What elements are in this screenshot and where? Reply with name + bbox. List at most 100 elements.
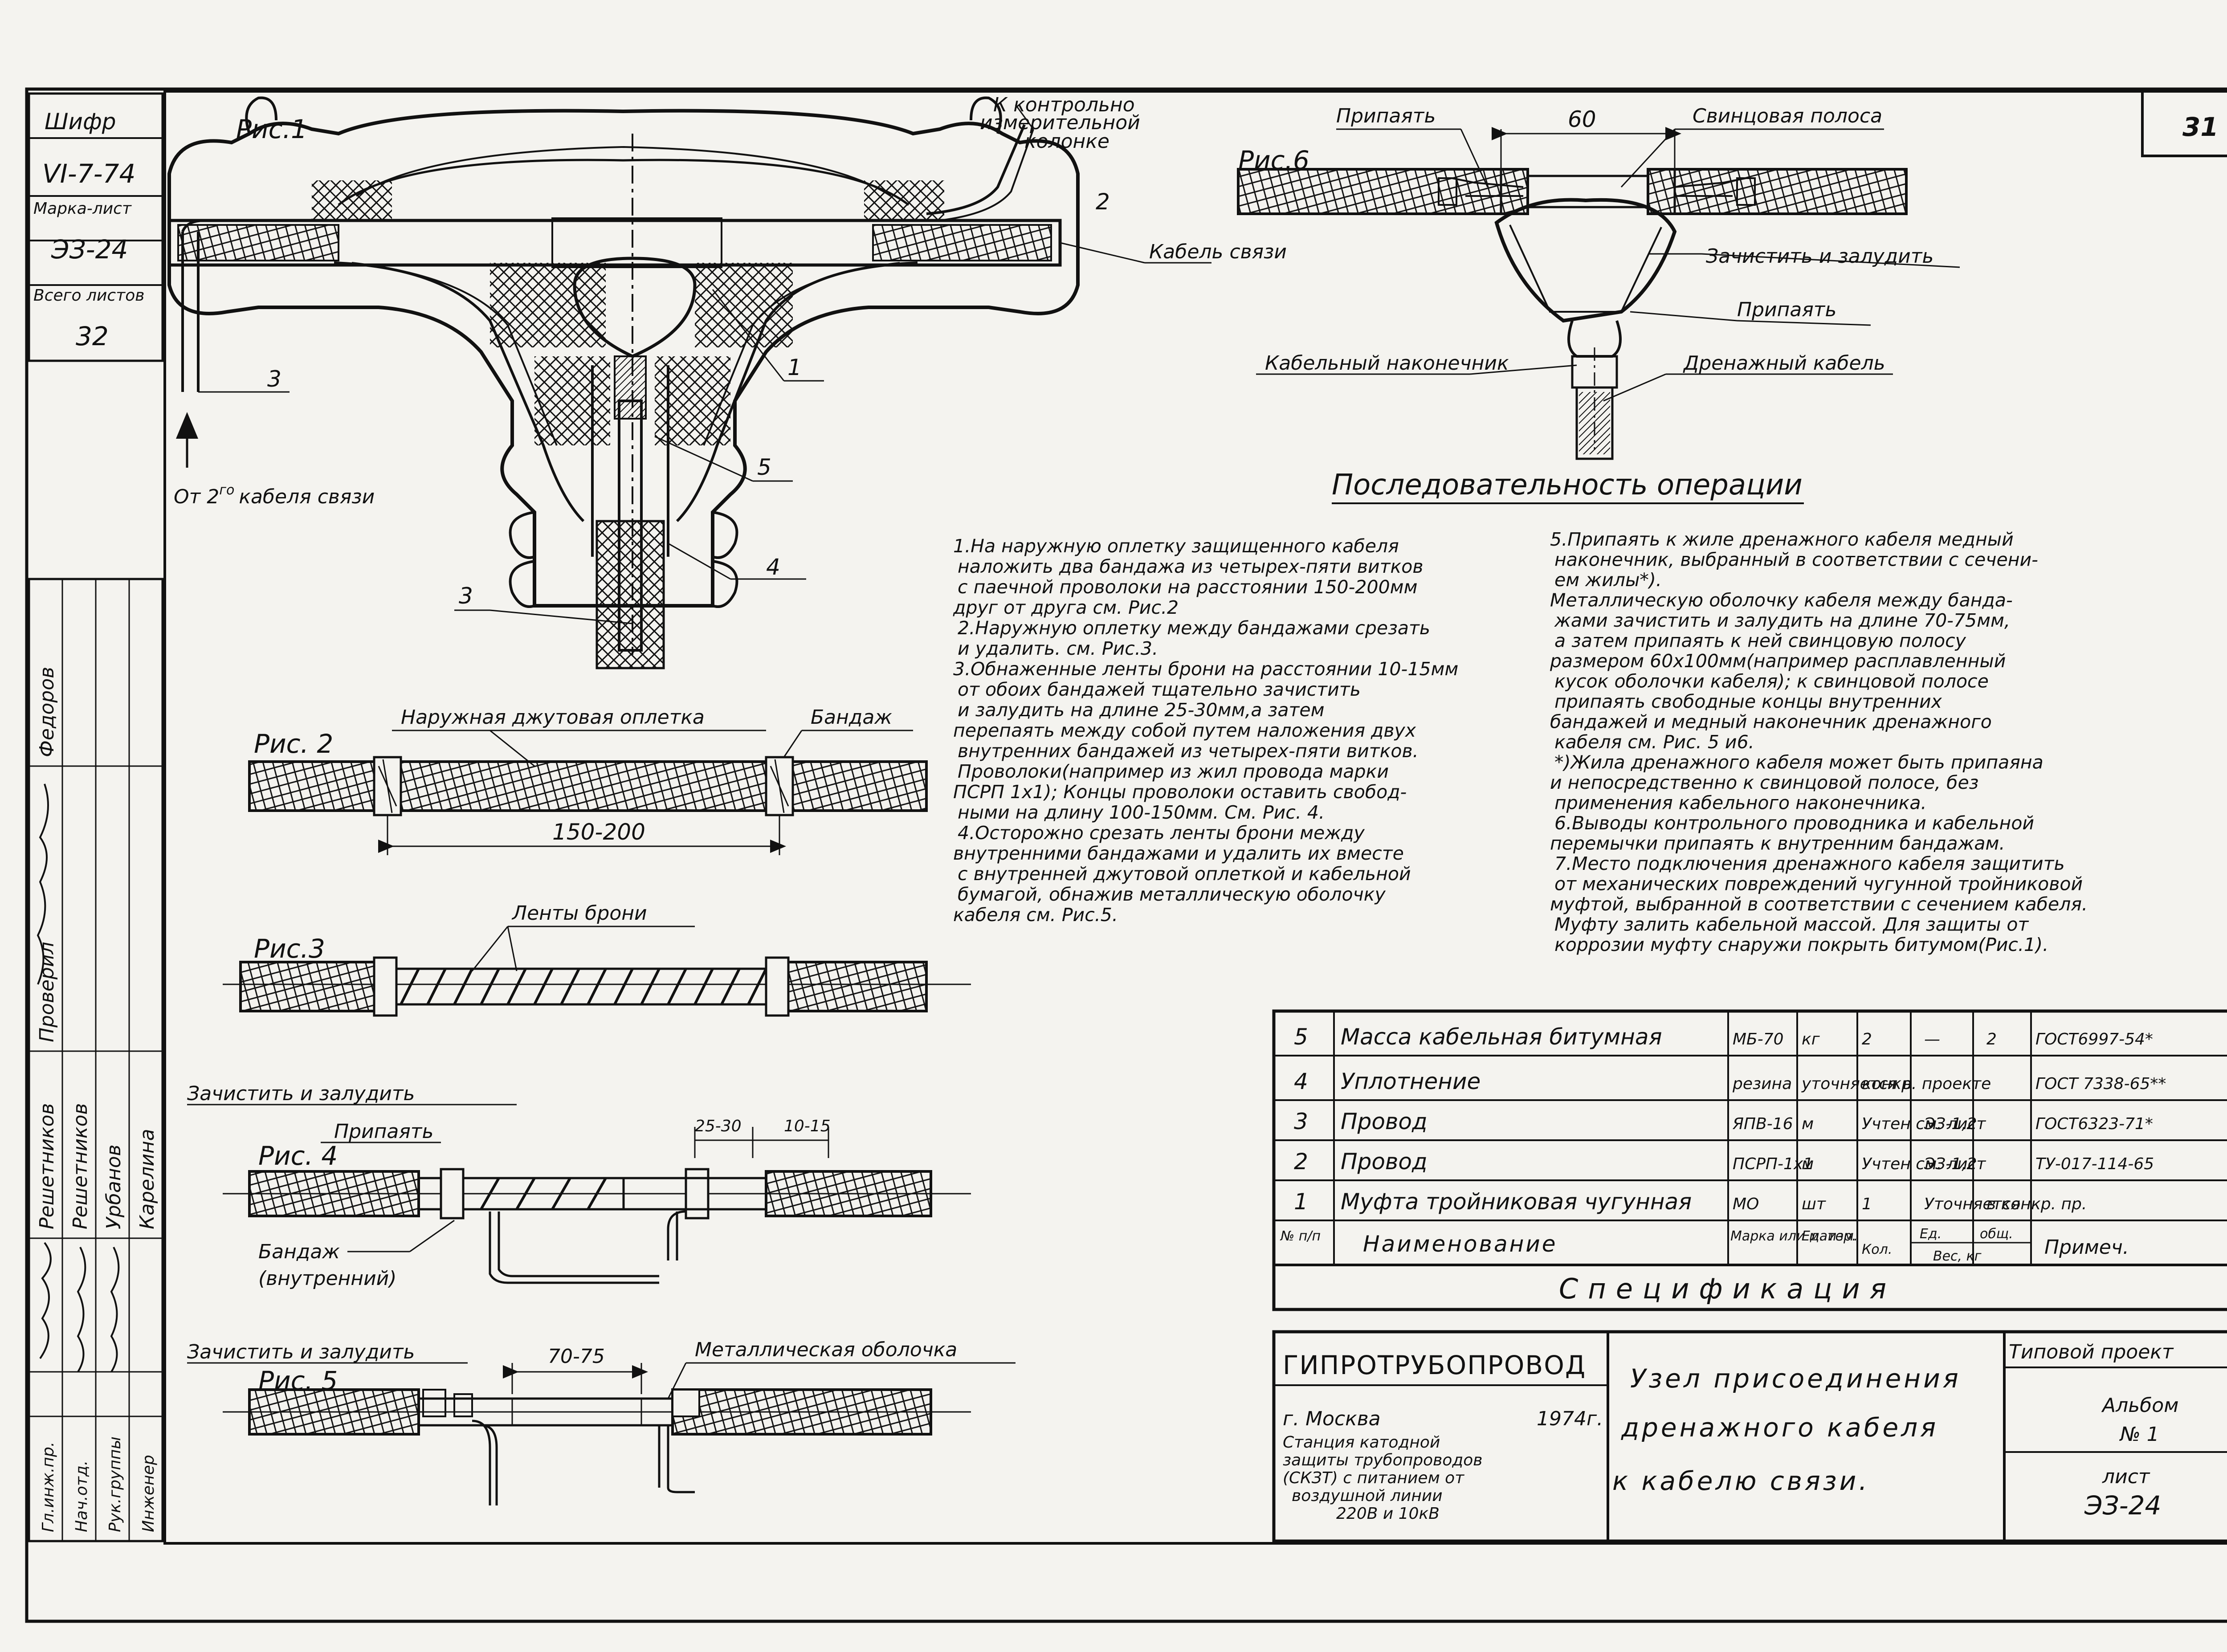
spec-h-note: Примеч. bbox=[2044, 1236, 2129, 1259]
fig1-control-line-2: измерительной bbox=[980, 111, 1140, 134]
sequence-right-line-6: размером 60х100мм(например расплавленный bbox=[1550, 650, 2006, 672]
sequence-right-line-14: 6.Выводы контрольного проводника и кабел… bbox=[1554, 812, 2034, 834]
stamp-desc-4: 220В и 10кВ bbox=[1336, 1505, 1440, 1523]
spec-row-3-note: ГОСТ6323-71* bbox=[2035, 1115, 2153, 1133]
spec-h-w1: Ед. bbox=[1920, 1226, 1941, 1242]
marka-label: Марка-лист bbox=[33, 200, 132, 218]
sequence-left-line-10: внутренних бандажей из четырех-пяти витк… bbox=[958, 740, 1419, 762]
stamp-sheet-label: лист bbox=[2102, 1465, 2150, 1488]
sequence-left-line-18: кабеля см. Рис.5. bbox=[953, 904, 1118, 926]
sequence-left-line-8: и залудить на длине 25-30мм,а затем bbox=[958, 699, 1325, 721]
stamp-org: ГИПРОТРУБОПРОВОД bbox=[1283, 1350, 1586, 1380]
sequence-right-line-17: от механических повреждений чугунной тро… bbox=[1554, 873, 2083, 895]
spec-row-3-qty: Учтен см. лист bbox=[1862, 1115, 1986, 1133]
spec-row-5-w2: 2 bbox=[1986, 1030, 1997, 1048]
fig3-armor: Рис.3 Ленты брони bbox=[223, 902, 971, 1017]
sequence-right-line-12: и непосредственно к свинцовой полосе, бе… bbox=[1550, 772, 1978, 793]
sequence-right-line-2: ем жилы*). bbox=[1554, 569, 1662, 591]
fig6-dim-60: 60 bbox=[1568, 106, 1596, 132]
fig4-internal-bandages: Зачистить и залудить Припаять Рис. 4 25-… bbox=[187, 1082, 971, 1290]
fig1-cable-label: Кабель связи bbox=[1149, 241, 1287, 263]
signature-4 bbox=[110, 1247, 120, 1373]
fig2-bandage: Бандаж bbox=[811, 706, 892, 729]
shifr-label: Шифр bbox=[45, 109, 116, 135]
signature-3 bbox=[77, 1247, 86, 1373]
sequence-left-line-3: друг от друга см. Рис.2 bbox=[953, 597, 1179, 618]
stamp-title-0: Узел присоединения bbox=[1630, 1363, 1961, 1394]
spec-row-2-qty: Учтен см. лист bbox=[1862, 1155, 1986, 1173]
fig4-bandage: Бандаж bbox=[258, 1240, 340, 1263]
side-reshetnikov-1: Решетников bbox=[36, 1103, 58, 1229]
signature-1 bbox=[37, 783, 49, 985]
fig5-clean-tin: Зачистить и залудить bbox=[187, 1341, 415, 1363]
spec-title: Спецификация bbox=[1559, 1273, 1896, 1305]
spec-row-5-mark: МБ-70 bbox=[1733, 1030, 1784, 1048]
sequence-right-line-18: муфтой, выбранной в соответствии с сечен… bbox=[1550, 893, 2088, 915]
spec-h-w2: общ. bbox=[1980, 1226, 2013, 1242]
fig2-dim: 150-200 bbox=[552, 819, 645, 845]
spec-h-unit: Ед. изм. bbox=[1802, 1228, 1858, 1244]
fig1-callout-4: 4 bbox=[766, 554, 780, 580]
total-label: Всего листов bbox=[33, 286, 144, 305]
spec-row-2-unit: м bbox=[1802, 1155, 1814, 1173]
spec-row-4-mark: резина bbox=[1732, 1075, 1792, 1093]
sequence-left-line-0: 1.На наружную оплетку защищенного кабеля bbox=[953, 535, 1399, 557]
sequence-right-line-10: кабеля см. Рис. 5 и6. bbox=[1554, 731, 1754, 753]
fig1-callout-3b: 3 bbox=[459, 583, 473, 609]
sequence-left-line-9: перепаять между собой путем наложения дв… bbox=[953, 720, 1416, 741]
stamp-type: Типовой проект bbox=[2009, 1341, 2174, 1363]
spec-row-4-note: ГОСТ 7338-65** bbox=[2035, 1075, 2166, 1093]
sequence-left-line-7: от обоих бандажей тщательно зачистить bbox=[958, 679, 1361, 700]
stamp-album-no: № 1 bbox=[2119, 1423, 2159, 1446]
fig5-sheath-label: Металлическая оболочка bbox=[695, 1338, 957, 1361]
stamp-desc-1: защиты трубопроводов bbox=[1283, 1451, 1483, 1469]
stamp-sheet-value: ЭЗ-24 bbox=[2084, 1490, 2161, 1521]
shifr-value: VI-7-74 bbox=[42, 159, 135, 189]
sequence-right-line-3: Металлическую оболочку кабеля между банд… bbox=[1550, 590, 2013, 611]
fig3-title: Рис.3 bbox=[254, 934, 325, 964]
spec-row-1-mark: МО bbox=[1733, 1195, 1759, 1213]
fig6-drain-connection: Рис.6 60 Припаять Свин bbox=[1237, 105, 1960, 460]
sequence-left-line-13: ными на длину 100-150мм. См. Рис. 4. bbox=[958, 802, 1325, 823]
sequence-right-line-0: 5.Припаять к жиле дренажного кабеля медн… bbox=[1550, 529, 2014, 550]
sequence-right-line-5: а затем припаять к ней свинцовую полосу bbox=[1554, 630, 1966, 652]
spec-row-3-mark: ЯПВ-16 bbox=[1732, 1115, 1793, 1133]
sequence-right-line-19: Муфту залить кабельной массой. Для защит… bbox=[1554, 914, 2029, 935]
role-group-lead: Рук.группы bbox=[106, 1436, 124, 1532]
sequence-left-line-4: 2.Наружную оплетку между бандажами среза… bbox=[958, 617, 1430, 639]
fig6-cable-lug: Кабельный наконечник bbox=[1265, 352, 1509, 375]
fig1-from-rest: кабеля связи bbox=[239, 485, 375, 508]
sequence-right-line-8: припаять свободные концы внутренних bbox=[1554, 691, 1942, 712]
spec-row-5-note: ГОСТ6997-54* bbox=[2035, 1030, 2153, 1048]
stamp-title-2: к кабелю связи. bbox=[1612, 1466, 1870, 1496]
spec-row-1-n: 1 bbox=[1294, 1189, 1308, 1215]
sequence-right: 5.Припаять к жиле дренажного кабеля медн… bbox=[1550, 529, 2088, 955]
fig6-lead-strip: Свинцовая полоса bbox=[1693, 105, 1882, 127]
spec-row-2-w1: ЭЗ-1,2 bbox=[1924, 1155, 1977, 1173]
side-stamp: Шифр VI-7-74 Марка-лист ЭЗ-24 Всего лист… bbox=[28, 92, 164, 1542]
spec-h-mark: Марка или матер. bbox=[1730, 1228, 1856, 1244]
spec-row-3-unit: м bbox=[1802, 1115, 1814, 1133]
fig1-control-label: К контрольно измерительной колонке bbox=[980, 94, 1146, 153]
stamp-city: г. Москва bbox=[1283, 1407, 1381, 1430]
fig2-bandages: Рис. 2 150-200 Наружная джутовая оплетка… bbox=[248, 706, 928, 855]
fig4-title: Рис. 4 bbox=[258, 1141, 338, 1171]
spec-row-3-n: 3 bbox=[1294, 1109, 1308, 1134]
spec-row-2-n: 2 bbox=[1294, 1149, 1308, 1175]
fig4-solder: Припаять bbox=[334, 1120, 433, 1143]
fig2-outer-braid: Наружная джутовая оплетка bbox=[401, 706, 705, 729]
sequence-left-line-17: бумагой, обнажив металлическую оболочку bbox=[958, 884, 1386, 905]
sequence-right-line-11: *)Жила дренажного кабеля может быть прип… bbox=[1554, 752, 2043, 773]
fig1-from-sup: го bbox=[219, 482, 234, 498]
sequence-left-line-1: наложить два бандажа из четырех-пяти вит… bbox=[958, 556, 1423, 577]
fig1-control-line-1: К контрольно bbox=[993, 94, 1135, 116]
fig1-control-line-3: колонке bbox=[1024, 130, 1109, 153]
fig4-dim-2: 10-15 bbox=[784, 1117, 831, 1135]
sequence-left-line-15: внутренними бандажами и удалить их вмест… bbox=[953, 843, 1404, 864]
fig6-clean-tin: Зачистить и залудить bbox=[1706, 245, 1933, 268]
stamp-year: 1974г. bbox=[1537, 1407, 1603, 1430]
spec-row-2-note: ТУ-017-114-65 bbox=[2035, 1155, 2154, 1173]
